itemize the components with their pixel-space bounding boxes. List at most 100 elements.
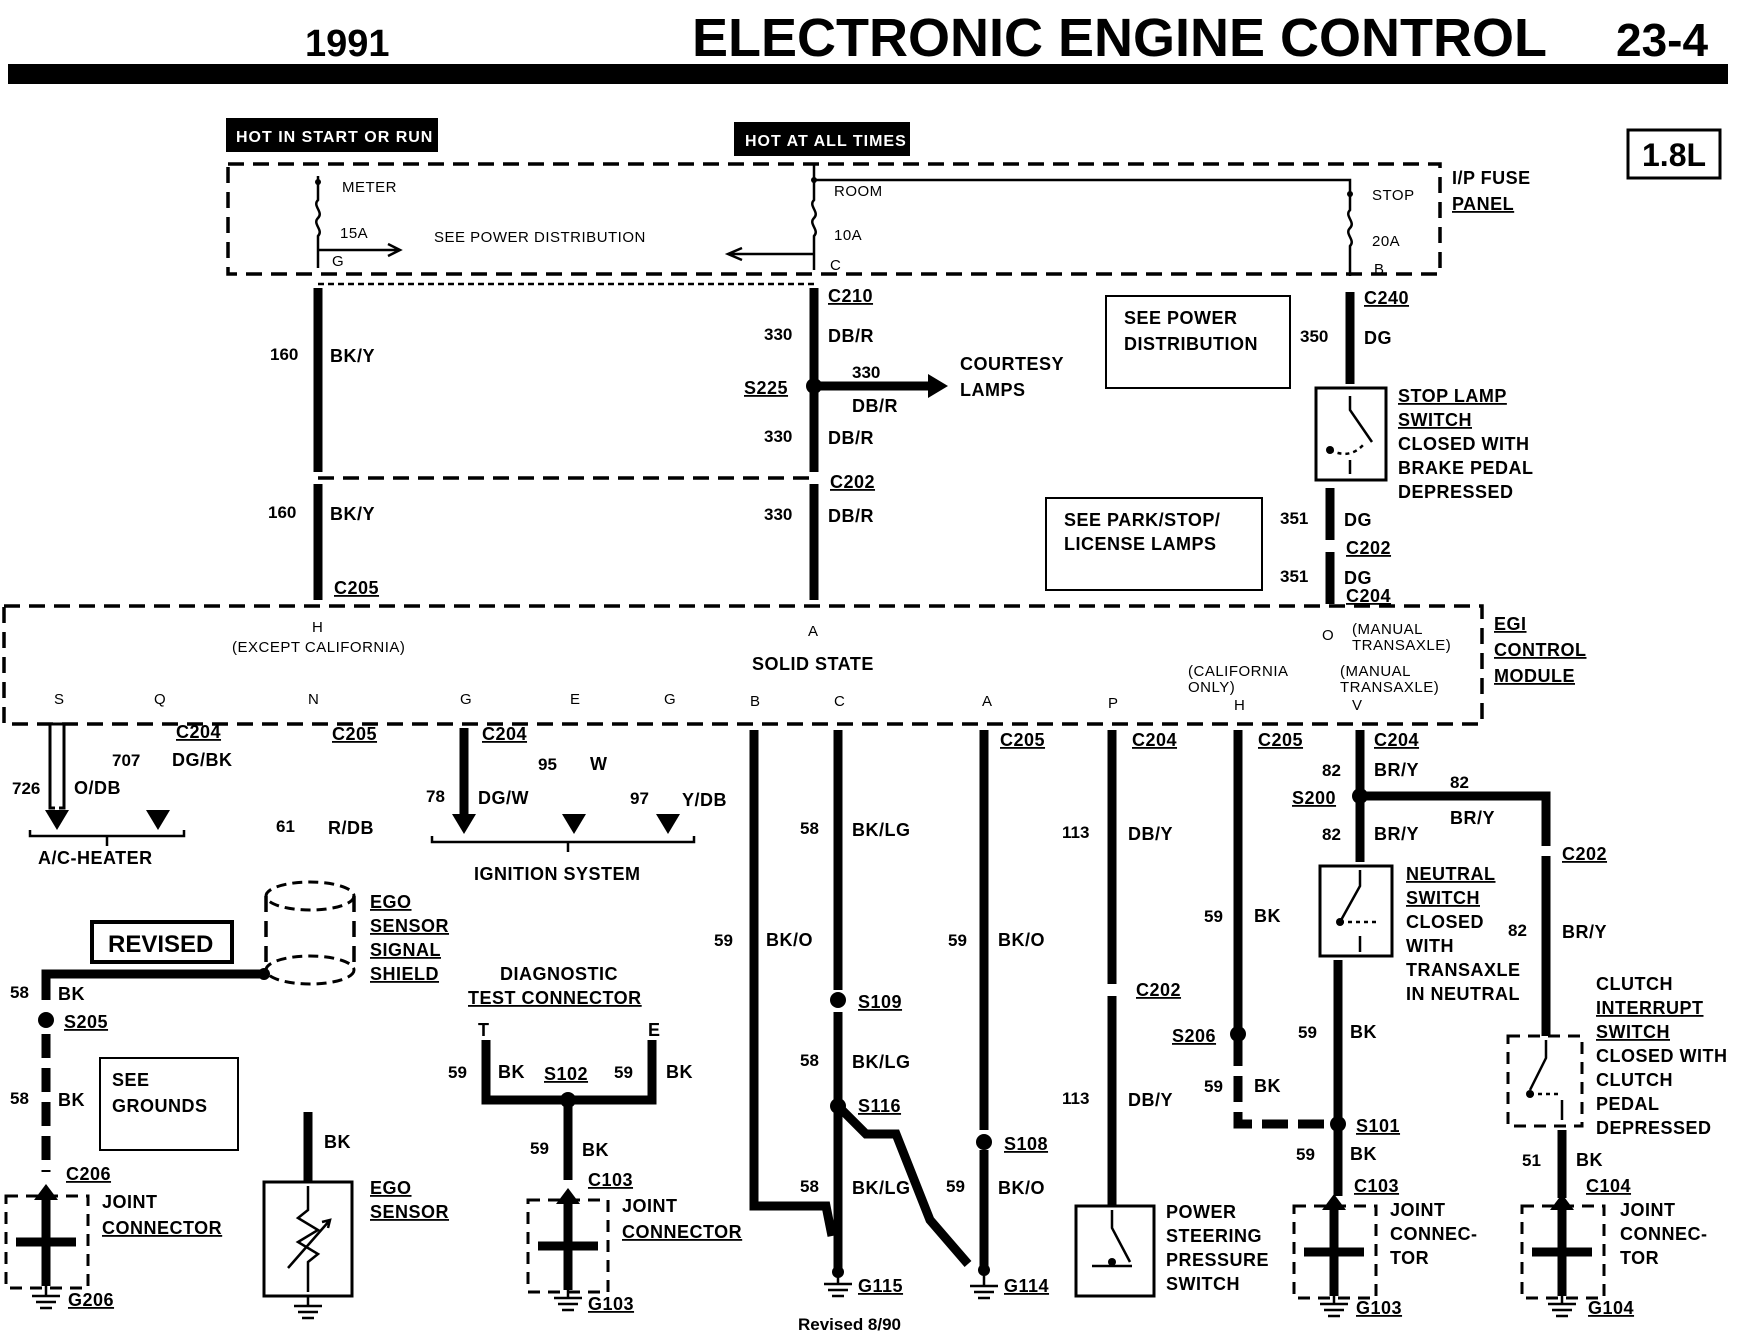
fuse-panel-outline xyxy=(226,162,1442,276)
joint-g103r-2: CONNEC- xyxy=(1390,1224,1478,1244)
pss-contact xyxy=(1092,1210,1132,1268)
see-park-2: LICENSE LAMPS xyxy=(1064,534,1217,554)
neutral-contact xyxy=(1338,870,1362,952)
wire-59-b-color: BK/O xyxy=(766,930,813,950)
wire-82-color-branch: BR/Y xyxy=(1450,808,1495,828)
wire-330-color-branch: DB/R xyxy=(852,396,898,416)
manual-transaxle-bot-1: (MANUAL xyxy=(1340,663,1411,680)
pin-o-top: O xyxy=(1322,627,1334,644)
hot-start-run-box xyxy=(226,118,438,152)
connector-c202-right: C202 xyxy=(1346,538,1391,558)
wire-59-s101-num: 59 xyxy=(1296,1145,1315,1164)
wire-95-color: W xyxy=(590,754,608,774)
joint-g206-2: CONNECTOR xyxy=(102,1218,222,1238)
wire-82-num-2: 82 xyxy=(1322,825,1341,844)
splice-s108: S108 xyxy=(1004,1134,1048,1154)
neutral-pivot xyxy=(1336,918,1344,926)
joint-g104-ground xyxy=(1548,1296,1576,1318)
clutch-3: SWITCH xyxy=(1596,1022,1670,1042)
courtesy-lamps-1: COURTESY xyxy=(960,354,1064,374)
splice-s206-dot xyxy=(1230,1026,1246,1042)
clutch-pivot xyxy=(1526,1090,1534,1098)
joint-g104-arrow xyxy=(1550,1194,1574,1210)
neutral-3: CLOSED xyxy=(1406,912,1484,932)
joint-g103r-1: JOINT xyxy=(1390,1200,1446,1220)
see-park-1: SEE PARK/STOP/ xyxy=(1064,510,1220,530)
wire-351-num-1: 351 xyxy=(1280,509,1308,528)
pin-b: B xyxy=(750,693,761,710)
wire-59-h-num-1: 59 xyxy=(1204,907,1223,926)
fuse-stop-name: STOP xyxy=(1372,187,1415,204)
stop-lamp-5: DEPRESSED xyxy=(1398,482,1514,502)
ground-g103-left: G103 xyxy=(588,1294,634,1314)
wire-726-arrow xyxy=(45,810,69,830)
connector-c202-center: C202 xyxy=(830,472,875,492)
wire-82-color-2: BR/Y xyxy=(1374,824,1419,844)
ego-sensor-2: SENSOR xyxy=(370,1202,449,1222)
splice-s225: S225 xyxy=(744,378,788,398)
power-labels: HOT IN START OR RUN HOT AT ALL TIMES xyxy=(226,118,910,156)
circuit-ego: C205 61 R/DB EGO SENSOR SIGNAL SHIELD BK… xyxy=(262,724,449,1320)
pin-e: E xyxy=(570,691,581,708)
wire-82-clutch-num: 82 xyxy=(1508,921,1527,940)
egi-control-module: EGI CONTROL MODULE SOLID STATE H (EXCEPT… xyxy=(2,604,1586,726)
wire-ego-bk-color: BK xyxy=(324,1132,351,1152)
joint-g104-1: JOINT xyxy=(1620,1200,1676,1220)
connector-c204-ac: C204 xyxy=(176,722,221,742)
hot-start-run-label: HOT IN START OR RUN xyxy=(236,129,433,146)
wire-59-a-color-1: BK/O xyxy=(998,930,1045,950)
joint-g103r-3: TOR xyxy=(1390,1248,1429,1268)
pss-pivot xyxy=(1108,1258,1116,1266)
wire-113-num-2: 113 xyxy=(1062,1089,1089,1108)
wire-82-num-1: 82 xyxy=(1322,761,1341,780)
wire-59-a-num-1: 59 xyxy=(948,931,967,950)
wire-58-c-color-1: BK/LG xyxy=(852,820,911,840)
fuse-meter-amps: 15A xyxy=(340,225,368,242)
wire-97-arrow xyxy=(656,814,680,834)
ego-shield-top xyxy=(264,880,356,912)
ignition-system-label: IGNITION SYSTEM xyxy=(474,864,641,884)
wire-330-color-2: DB/R xyxy=(828,428,874,448)
circuit-ac-heater: C204 707 DG/BK 726 O/DB A/C-HEATER xyxy=(12,722,232,868)
wire-78-arrow xyxy=(452,814,476,834)
wire-diag-color-1: BK xyxy=(498,1062,525,1082)
pin-s: S xyxy=(54,691,65,708)
wire-350-color: DG xyxy=(1364,328,1392,348)
joint-connector-g206: JOINT CONNECTOR G206 xyxy=(4,1184,222,1310)
neutral-5: TRANSAXLE xyxy=(1406,960,1521,980)
connector-c204-v: C204 xyxy=(1374,730,1419,750)
pss-1: POWER xyxy=(1166,1202,1237,1222)
wire-95-num: 95 xyxy=(538,755,557,774)
wire-59-bko-b xyxy=(749,730,837,1237)
wire-95-arrow xyxy=(562,814,586,834)
ground-g115-dot xyxy=(832,1266,844,1278)
connector-c202-p: C202 xyxy=(1136,980,1181,1000)
header-title: ELECTRONIC ENGINE CONTROL xyxy=(692,8,1547,68)
wire-160-color-1: BK/Y xyxy=(330,346,375,366)
joint-g206-1: JOINT xyxy=(102,1192,158,1212)
ignition-bracket xyxy=(430,836,696,852)
circuit-330: C210 330 DB/R S225 330 DB/R COURTESY LAM… xyxy=(744,286,1064,600)
ground-g114: G114 xyxy=(1004,1276,1049,1296)
connector-c205-a: C205 xyxy=(1000,730,1045,750)
wire-97-num: 97 xyxy=(630,789,649,808)
wire-58-left-num-1: 58 xyxy=(10,983,29,1002)
pss-3: PRESSURE xyxy=(1166,1250,1269,1270)
wire-330-num-2: 330 xyxy=(764,427,792,446)
wire-330-num-1: 330 xyxy=(764,325,792,344)
ego-shield-dot xyxy=(258,968,270,980)
joint-g103l-symbol xyxy=(538,1194,598,1290)
header-bar xyxy=(8,64,1728,84)
wire-58-left-color-2: BK xyxy=(58,1090,85,1110)
joint-g206-symbol xyxy=(16,1190,76,1286)
fuse-stop-amps: 20A xyxy=(1372,233,1400,250)
circuit-113: C204 113 DB/Y C202 113 DB/Y POWER STEERI… xyxy=(1062,730,1269,1298)
wire-330-color-3: DB/R xyxy=(828,506,874,526)
fuse-meter-name: METER xyxy=(342,179,397,196)
pin-h-bot: H xyxy=(1234,697,1245,714)
see-park-box xyxy=(1045,497,1263,591)
pin-c: C xyxy=(834,693,845,710)
ground-g103-right: G103 xyxy=(1356,1298,1402,1318)
diag-2: TEST CONNECTOR xyxy=(468,988,642,1008)
manual-transaxle-top-1: (MANUAL xyxy=(1352,621,1423,638)
